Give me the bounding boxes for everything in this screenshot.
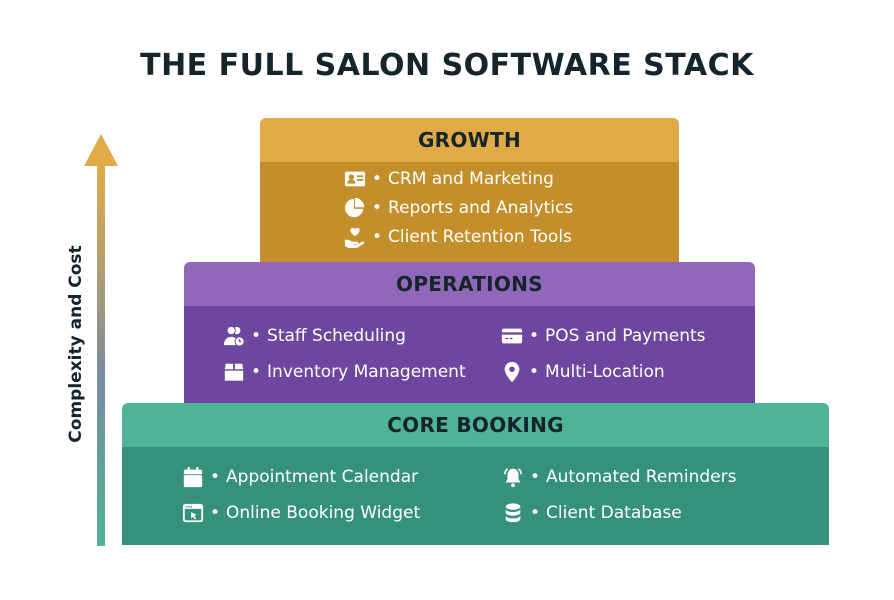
axis-label: Complexity and Cost [66,245,86,443]
bullet: • [530,503,541,523]
feature-reports: • Reports and Analytics [344,197,573,219]
calendar-icon [182,466,204,488]
tier-growth-body: • CRM and Marketing • Reports and Analyt… [260,162,679,263]
credit-card-icon [501,325,523,347]
feature-label: Automated Reminders [546,467,737,487]
bullet: • [529,326,540,346]
bullet: • [530,467,541,487]
bullet: • [372,169,383,189]
tier-operations: OPERATIONS • Staff Scheduling • POS and … [184,262,755,404]
tier-growth-title: GROWTH [260,118,679,162]
feature-online-booking-widget: • Online Booking Widget [182,502,420,524]
bullet: • [372,227,383,247]
tier-core-body: • Appointment Calendar • Automated Remin… [122,447,829,545]
hand-heart-icon [344,226,366,248]
feature-crm: • CRM and Marketing [344,168,554,190]
bullet: • [372,198,383,218]
feature-label: Multi-Location [545,362,665,382]
feature-client-database: • Client Database [502,502,682,524]
box-icon [223,361,245,383]
tier-growth: GROWTH • CRM and Marketing • Reports and… [260,118,679,263]
tier-operations-title: OPERATIONS [184,262,755,306]
feature-inventory: • Inventory Management [223,361,466,383]
map-pin-icon [501,361,523,383]
feature-staff-scheduling: • Staff Scheduling [223,325,406,347]
contact-card-icon [344,168,366,190]
feature-label: Inventory Management [267,362,466,382]
complexity-arrow-icon [84,134,118,546]
bell-ringing-icon [502,466,524,488]
database-icon [502,502,524,524]
feature-appointment-calendar: • Appointment Calendar [182,466,418,488]
staff-clock-icon [223,325,245,347]
feature-retention: • Client Retention Tools [344,226,572,248]
browser-cursor-icon [182,502,204,524]
feature-multi-location: • Multi-Location [501,361,665,383]
bullet: • [210,467,221,487]
feature-label: Staff Scheduling [267,326,406,346]
feature-pos: • POS and Payments [501,325,706,347]
bullet: • [210,503,221,523]
bullet: • [251,362,262,382]
feature-label: Appointment Calendar [226,467,419,487]
feature-label: Client Retention Tools [388,227,572,247]
page-title: THE FULL SALON SOFTWARE STACK [140,48,754,83]
bullet: • [529,362,540,382]
feature-label: Client Database [546,503,682,523]
feature-label: Online Booking Widget [226,503,421,523]
feature-label: CRM and Marketing [388,169,554,189]
tier-core-title: CORE BOOKING [122,403,829,447]
feature-automated-reminders: • Automated Reminders [502,466,736,488]
feature-label: Reports and Analytics [388,198,574,218]
bullet: • [251,326,262,346]
tier-operations-body: • Staff Scheduling • POS and Payments • … [184,306,755,404]
tier-core-booking: CORE BOOKING • Appointment Calendar • Au… [122,403,829,545]
pie-chart-icon [344,197,366,219]
feature-label: POS and Payments [545,326,706,346]
